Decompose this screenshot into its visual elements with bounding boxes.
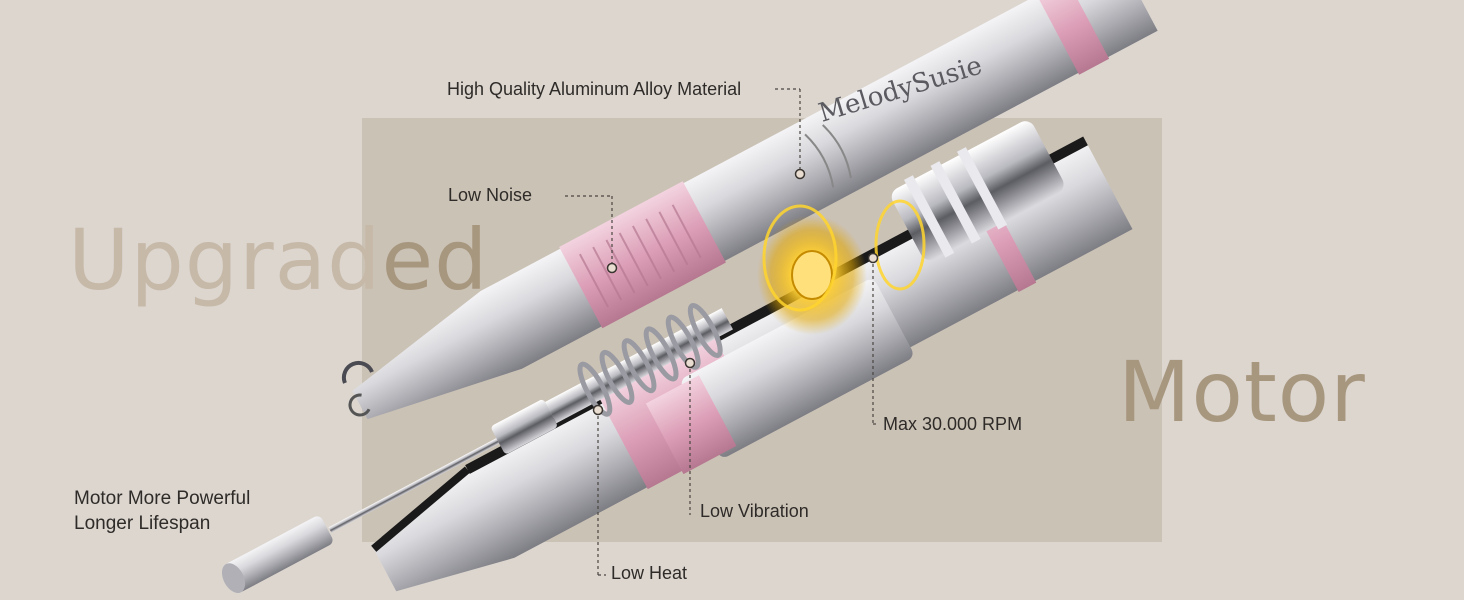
callout-power-line2: Longer Lifespan bbox=[74, 513, 211, 534]
burr-bit bbox=[221, 516, 333, 594]
motor-body bbox=[645, 279, 913, 475]
rpm-dot bbox=[867, 252, 879, 264]
noise-dot bbox=[606, 262, 618, 274]
material-dot bbox=[794, 168, 806, 180]
heat-dot bbox=[592, 404, 604, 416]
callout-vibration: Low Vibration bbox=[700, 501, 809, 521]
headline-motor: Motor bbox=[1118, 343, 1366, 441]
front-tip-slot bbox=[341, 360, 374, 384]
spindle bbox=[328, 302, 733, 533]
callout-heat: Low Heat bbox=[611, 563, 688, 583]
callout-noise: Low Noise bbox=[448, 185, 533, 205]
headline-upgraded: Upgraded bbox=[68, 218, 488, 302]
callout-material: High Quality Aluminum Alloy Material bbox=[447, 79, 742, 99]
handpiece-shell bbox=[348, 0, 1158, 420]
callout-lines bbox=[565, 88, 878, 576]
headline-upgraded-accent: ed bbox=[381, 211, 489, 309]
rear-collet bbox=[891, 121, 1064, 260]
callout-rpm: Max 30.000 RPM bbox=[883, 414, 1023, 434]
headline-upgraded-light: Upgrad bbox=[68, 211, 382, 309]
vibration-dot bbox=[684, 357, 696, 369]
callout-dots bbox=[592, 168, 879, 416]
callout-power-line1: Motor More Powerful bbox=[74, 488, 251, 509]
rear-pink-ring bbox=[1035, 0, 1110, 75]
callout-power: Motor More Powerful Longer Lifespan bbox=[74, 486, 250, 536]
